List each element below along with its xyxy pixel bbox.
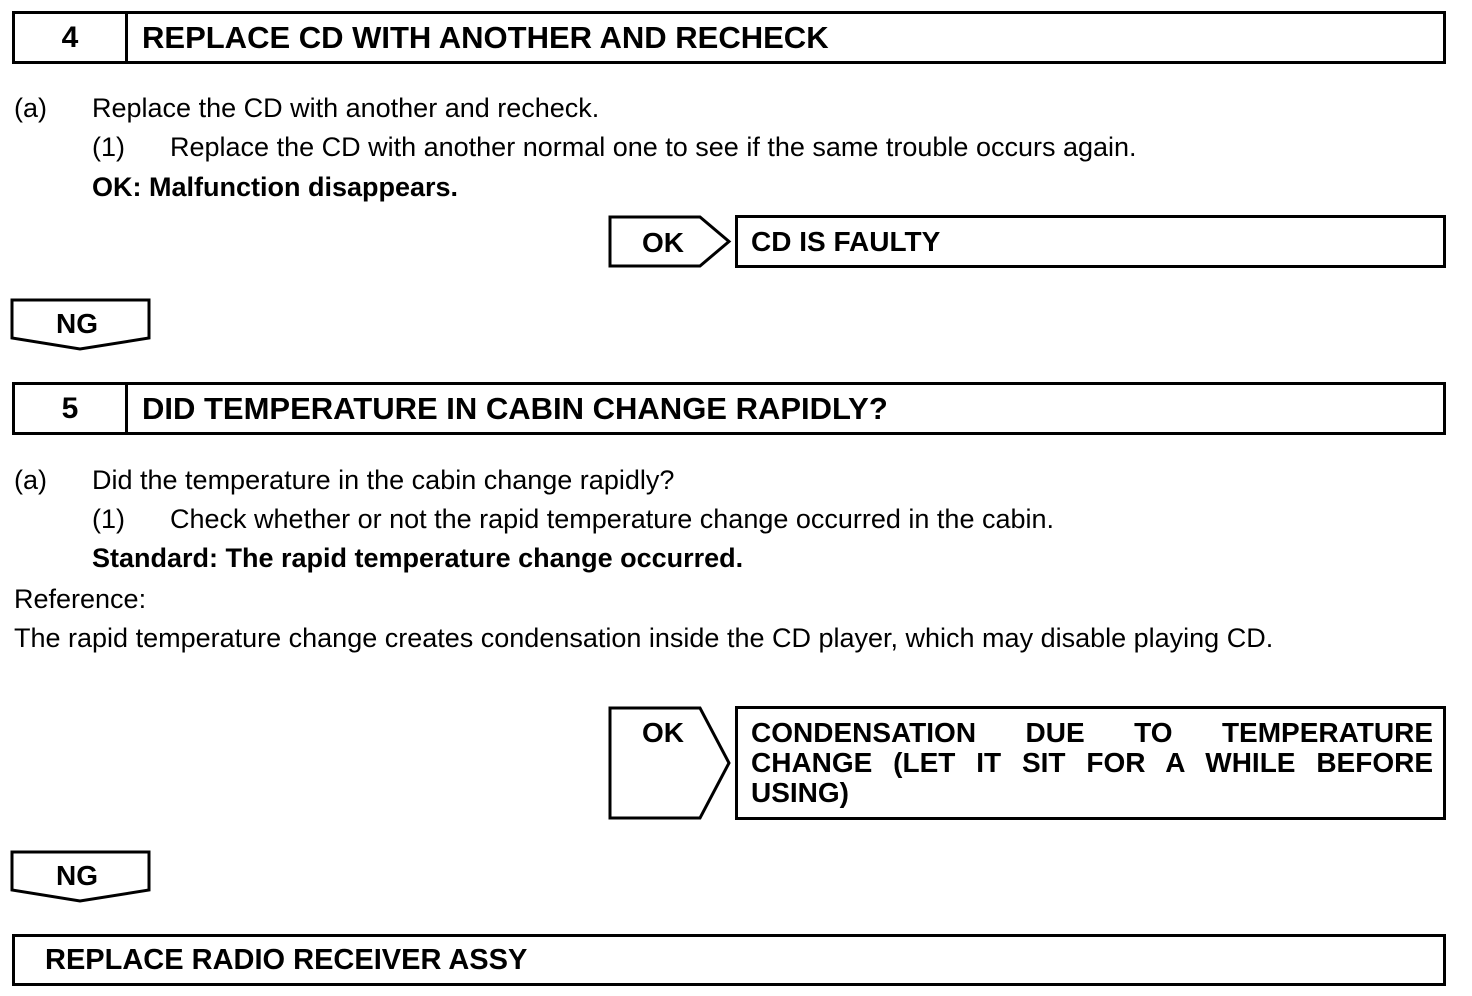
- final-action-text: REPLACE RADIO RECEIVER ASSY: [45, 944, 528, 976]
- step-4-item-a-text: Replace the CD with another and recheck.: [92, 93, 600, 123]
- step-5-item-a-marker: (a): [14, 465, 47, 495]
- step-5-sub-1-marker: (1): [92, 504, 125, 534]
- step-5-ng-arrow: NG: [10, 850, 151, 903]
- step-4-item-a-marker: (a): [14, 93, 47, 123]
- step-4-title: REPLACE CD WITH ANOTHER AND RECHECK: [142, 19, 829, 55]
- final-action-box: REPLACE RADIO RECEIVER ASSY: [12, 934, 1446, 986]
- step-4-ng-arrow: NG: [10, 298, 151, 351]
- step-4-header: 4 REPLACE CD WITH ANOTHER AND RECHECK: [12, 11, 1446, 64]
- step-4-sub-1-text: Replace the CD with another normal one t…: [170, 132, 1137, 162]
- step-5-number: 5: [15, 385, 128, 432]
- step-5-reference-label: Reference:: [14, 584, 147, 614]
- step-4-sub-1-marker: (1): [92, 132, 125, 162]
- step-4-ok-result-box: CD IS FAULTY: [735, 215, 1446, 268]
- step-5-ng-label: NG: [56, 860, 98, 891]
- step-5-standard: Standard: The rapid temperature change o…: [92, 543, 744, 573]
- step-5-title: DID TEMPERATURE IN CABIN CHANGE RAPIDLY?: [142, 390, 888, 426]
- step-4-ok-arrow: OK: [608, 215, 732, 268]
- step-4-number: 4: [15, 14, 128, 61]
- step-4-ok-result: CD IS FAULTY: [751, 226, 941, 257]
- step-4-ng-label: NG: [56, 308, 98, 339]
- step-5-ok-result-box: CONDENSATION DUE TO TEMPERATURE CHANGE (…: [735, 706, 1446, 820]
- step-5-header: 5 DID TEMPERATURE IN CABIN CHANGE RAPIDL…: [12, 382, 1446, 435]
- step-5-ok-result: CONDENSATION DUE TO TEMPERATURE CHANGE (…: [751, 718, 1433, 808]
- step-5-ok-result-line-1: CONDENSATION DUE TO TEMPERATURE: [751, 717, 1433, 748]
- step-5-item-a-text: Did the temperature in the cabin change …: [92, 465, 675, 495]
- step-5-sub-1-text: Check whether or not the rapid temperatu…: [170, 504, 1055, 534]
- step-4-ok-condition: OK: Malfunction disappears.: [92, 172, 459, 202]
- step-5-ok-result-line-2: CHANGE (LET IT SIT FOR A WHILE BEFORE: [751, 747, 1433, 778]
- step-4-ok-label: OK: [642, 227, 684, 258]
- step-5-reference-text: The rapid temperature change creates con…: [14, 623, 1274, 653]
- step-5-ok-result-line-3: USING): [751, 777, 849, 808]
- step-5-ok-arrow: OK: [608, 706, 731, 820]
- step-5-ok-label: OK: [642, 717, 684, 748]
